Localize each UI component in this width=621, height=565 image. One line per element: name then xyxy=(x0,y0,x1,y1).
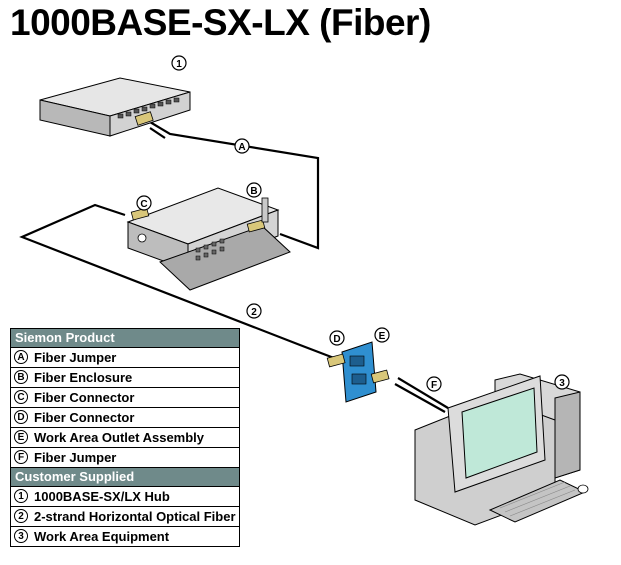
label-connector-c: C xyxy=(136,195,152,211)
legend-label: Work Area Equipment xyxy=(34,529,170,544)
legend-row: C Fiber Connector xyxy=(11,388,239,408)
svg-text:3: 3 xyxy=(559,378,565,389)
legend-row: 2 2-strand Horizontal Optical Fiber xyxy=(11,507,239,527)
legend-marker: E xyxy=(14,430,28,444)
outlet-connector-f xyxy=(370,369,390,384)
legend-marker: 1 xyxy=(14,489,28,503)
enclosure-connector-b xyxy=(246,219,266,233)
legend-header-siemon: Siemon Product xyxy=(11,329,239,348)
legend-marker: C xyxy=(14,390,28,404)
legend-marker: 3 xyxy=(14,529,28,543)
svg-text:2: 2 xyxy=(251,307,257,318)
outlet-assembly xyxy=(326,341,390,403)
svg-text:F: F xyxy=(431,380,437,391)
svg-text:B: B xyxy=(250,186,257,197)
legend-label: Fiber Enclosure xyxy=(34,370,133,385)
legend-row: A Fiber Jumper xyxy=(11,348,239,368)
label-enclosure-b: B xyxy=(246,182,262,198)
page-title: 1000BASE-SX-LX (Fiber) xyxy=(10,2,431,43)
legend-marker: A xyxy=(14,350,28,364)
label-jumper-f: F xyxy=(426,376,442,392)
fiber-enclosure xyxy=(126,187,291,291)
legend-label: Work Area Outlet Assembly xyxy=(34,430,205,445)
label-horizontal-fiber: 2 xyxy=(246,303,262,319)
legend-marker: 2 xyxy=(14,509,28,523)
fiber-cables xyxy=(19,121,449,413)
legend-marker: D xyxy=(14,410,28,424)
label-jumper-a: A xyxy=(234,138,250,154)
hub-device xyxy=(39,77,191,137)
legend-row: F Fiber Jumper xyxy=(11,448,239,468)
legend-row: B Fiber Enclosure xyxy=(11,368,239,388)
legend-label: 2-strand Horizontal Optical Fiber xyxy=(34,509,236,524)
hub-connector xyxy=(134,111,154,126)
legend-marker: F xyxy=(14,450,28,464)
jumper-f-cable xyxy=(397,377,449,409)
legend-row: D Fiber Connector xyxy=(11,408,239,428)
enclosure-connector-c xyxy=(130,207,150,221)
legend-row: E Work Area Outlet Assembly xyxy=(11,428,239,448)
legend-row: 3 Work Area Equipment xyxy=(11,527,239,546)
legend-label: Fiber Connector xyxy=(34,410,135,425)
legend-label: Fiber Connector xyxy=(34,390,135,405)
jumper-a-cable-2 xyxy=(149,127,166,139)
legend-header-customer: Customer Supplied xyxy=(11,468,239,487)
legend-label: Fiber Jumper xyxy=(34,450,117,465)
work-area-equipment xyxy=(414,373,589,526)
jumper-a-cable xyxy=(149,121,320,250)
svg-text:1: 1 xyxy=(176,59,182,70)
label-outlet-e: E xyxy=(374,327,390,343)
jumper-f-cable-2 xyxy=(394,383,446,413)
label-connector-d: D xyxy=(329,330,345,346)
label-hub: 1 xyxy=(171,55,187,71)
legend-table: Siemon Product A Fiber Jumper B Fiber Encl… xyxy=(10,328,240,547)
outlet-connector-d xyxy=(326,353,346,368)
legend-marker: B xyxy=(14,370,28,384)
svg-text:D: D xyxy=(333,334,340,345)
horizontal-fiber-cable xyxy=(19,203,335,360)
legend-row: 1 1000BASE-SX/LX Hub xyxy=(11,487,239,507)
label-equipment: 3 xyxy=(554,374,570,390)
svg-text:C: C xyxy=(140,199,147,210)
legend-label: 1000BASE-SX/LX Hub xyxy=(34,489,170,504)
legend-label: Fiber Jumper xyxy=(34,350,117,365)
svg-text:A: A xyxy=(238,142,245,153)
svg-text:E: E xyxy=(379,331,386,342)
